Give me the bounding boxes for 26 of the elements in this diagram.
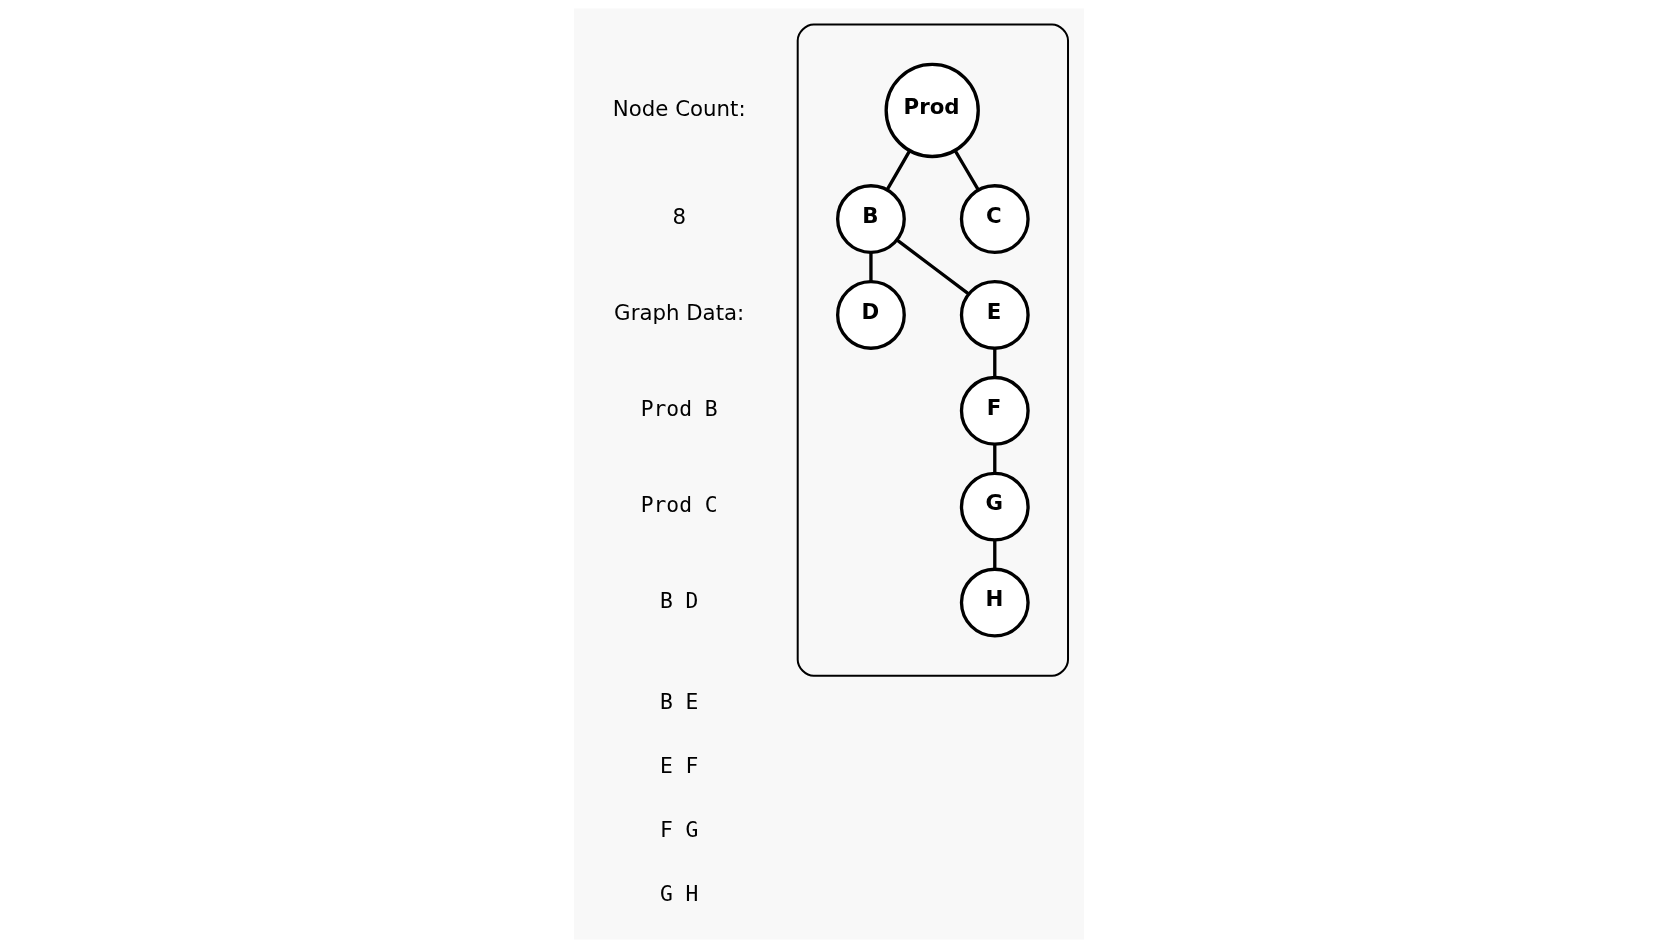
label: Node Count:: [612, 95, 746, 121]
label: F G: [659, 816, 699, 842]
connector: [993, 444, 997, 473]
node-circle: F: [959, 375, 1030, 446]
label: Graph Data:: [614, 299, 745, 325]
label: Prod B: [640, 395, 718, 421]
label: B E: [659, 688, 699, 714]
node-circle: G: [959, 471, 1030, 542]
connector: [869, 252, 873, 282]
label: G H: [659, 880, 699, 906]
connector: [993, 540, 997, 569]
cluster: [796, 23, 1069, 677]
connector: [953, 149, 980, 191]
node-circle: E: [959, 279, 1030, 350]
node-circle: Prod: [884, 62, 980, 159]
connector: [885, 149, 912, 191]
label: B D: [659, 587, 699, 613]
label: Prod C: [640, 491, 718, 517]
connector: [993, 348, 997, 377]
node-circle: H: [959, 567, 1030, 638]
label: 8: [672, 204, 686, 230]
connector: [896, 238, 970, 296]
node-circle: C: [959, 184, 1030, 254]
node-circle: D: [836, 279, 906, 350]
node-circle: B: [836, 184, 906, 254]
label: E F: [659, 752, 699, 778]
